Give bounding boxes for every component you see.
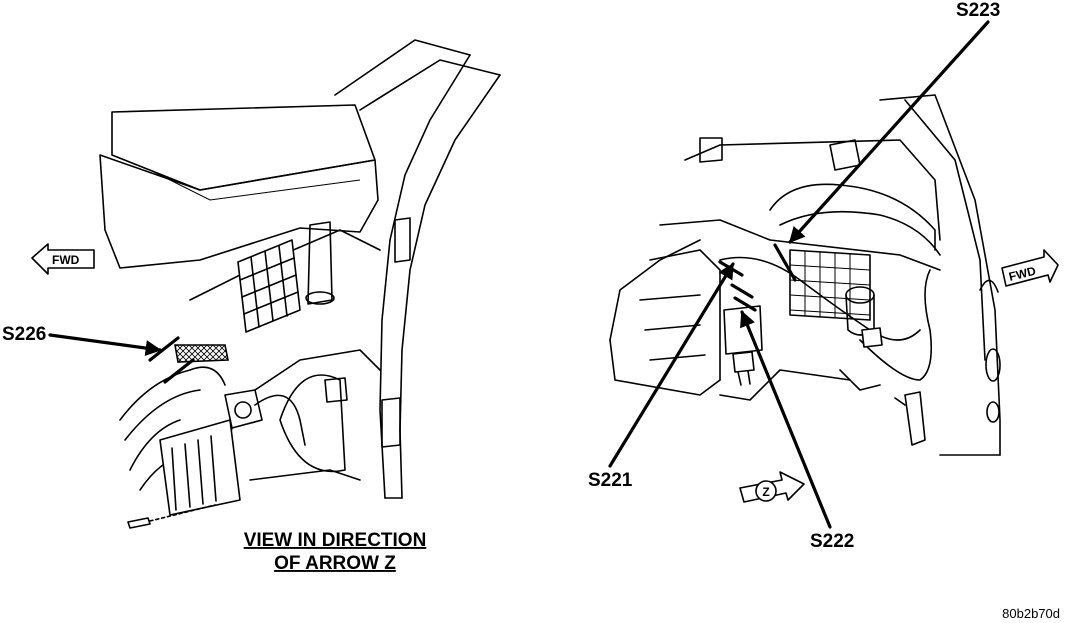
caption-line-2: OF ARROW Z [274, 553, 396, 574]
right-view-illustration [609, 94, 1001, 456]
s226-callout: S226 [2, 324, 195, 384]
fwd-left-label: FWD [52, 253, 80, 267]
fwd-right-label: FWD [1007, 264, 1037, 284]
fwd-arrow-right: FWD [1001, 249, 1059, 287]
figure-reference: 80b2b70d [1002, 606, 1060, 621]
arrow-z-label: Z [762, 485, 769, 499]
s223-callout: S223 [773, 0, 1000, 282]
s222-label: S222 [810, 531, 854, 552]
fwd-arrow-left: FWD [31, 243, 95, 275]
s221-label: S221 [588, 470, 633, 491]
arrow-z: Z [739, 471, 805, 503]
s223-label: S223 [956, 0, 1000, 21]
caption-line-1: VIEW IN DIRECTION [244, 530, 427, 551]
s226-label: S226 [2, 324, 46, 345]
view-caption: VIEW IN DIRECTION OF ARROW Z [244, 530, 427, 574]
left-view-illustration [99, 39, 501, 529]
s221-callout: S221 [588, 260, 744, 491]
s222-callout: S222 [730, 283, 854, 552]
